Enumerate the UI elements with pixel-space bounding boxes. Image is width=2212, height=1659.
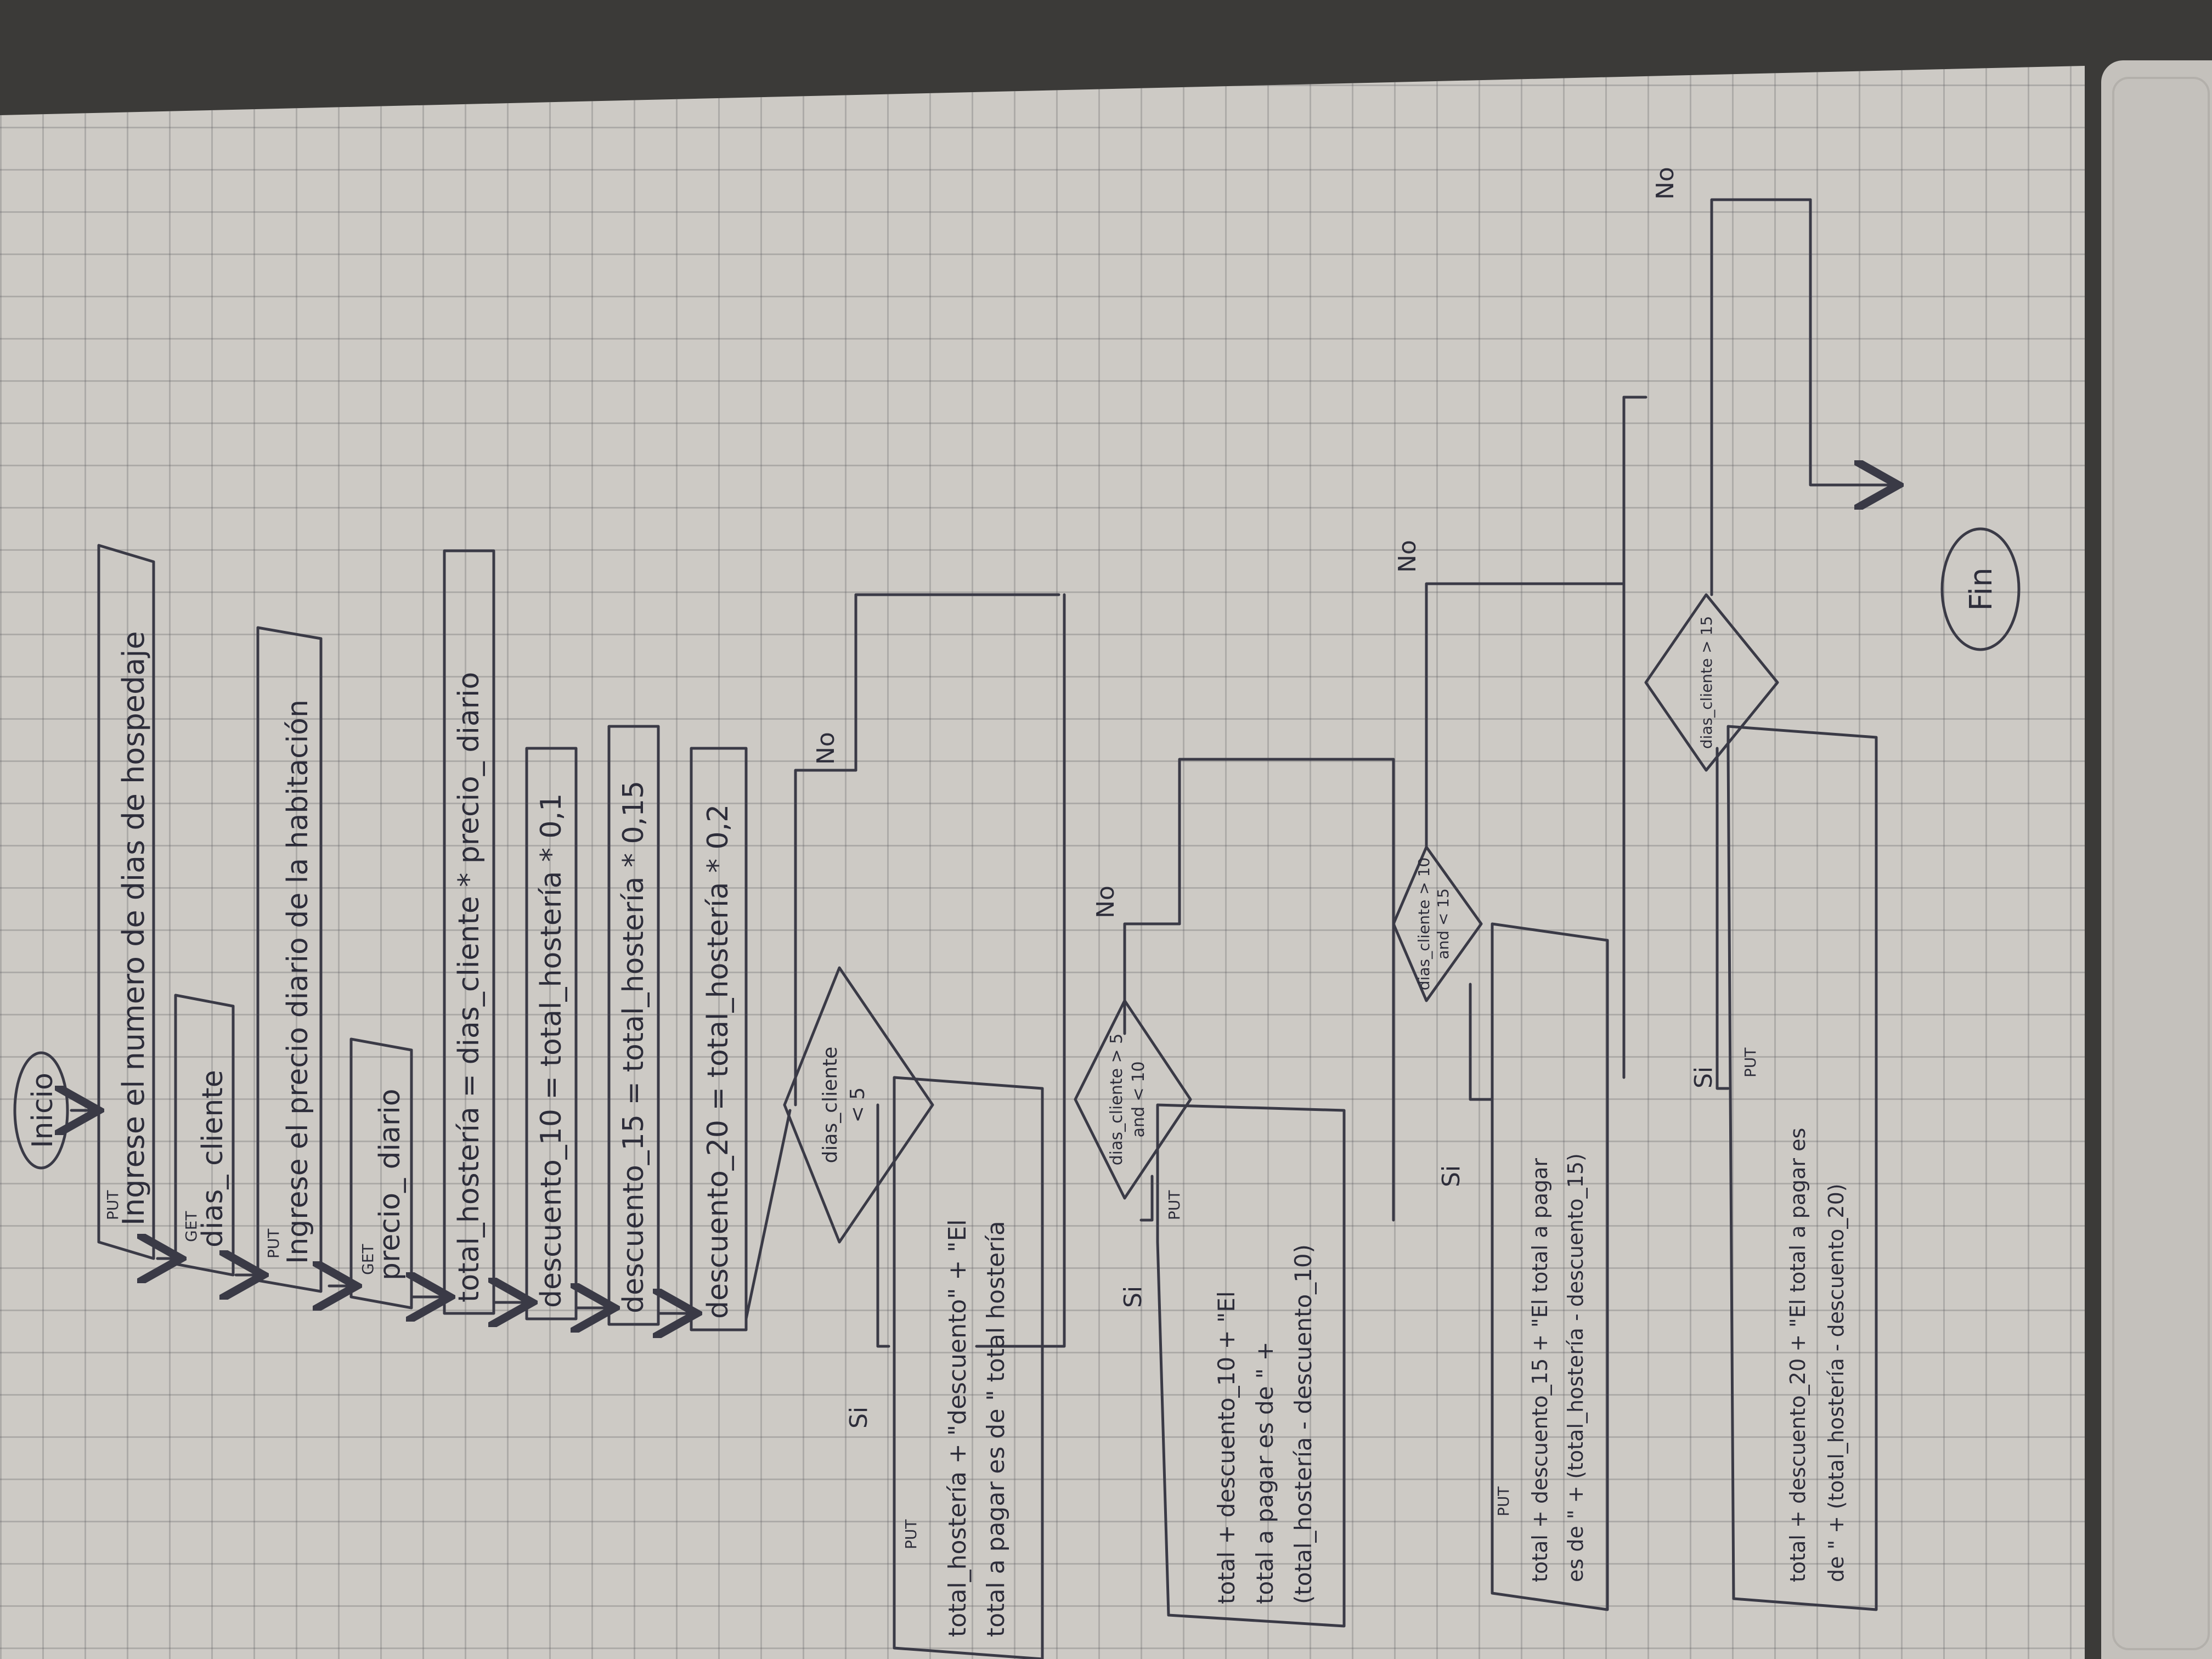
process-discount-10: descuento_10 = total_hostería * 0,1 <box>525 747 578 1321</box>
io-tag: PUT <box>902 1519 920 1549</box>
no-branch-line <box>1123 922 1181 1035</box>
end-terminal: Fin <box>1940 527 2021 651</box>
flow-line <box>744 1109 792 1321</box>
decision-text: dias_cliente > 15 <box>1697 616 1716 749</box>
no-label: No <box>1092 885 1120 918</box>
yes-branch-line <box>1716 747 1730 1090</box>
io-tag: PUT <box>1741 1047 1759 1077</box>
yes-label: Si <box>1690 1066 1718 1088</box>
process-text: descuento_20 = total_hostería * 0,2 <box>702 804 735 1319</box>
start-terminal: Inicio <box>13 1051 69 1170</box>
yes-label: Si <box>1437 1165 1465 1187</box>
io-tag: GET <box>359 1244 377 1275</box>
process-text: total_hostería = dias_cliente * precio_ … <box>453 672 486 1302</box>
no-branch-line <box>1710 198 1812 596</box>
io-text: dias_ cliente <box>196 1070 229 1248</box>
flow-line <box>1622 396 1647 585</box>
io-text: de " + (total_hostería - descuento_20) <box>1824 1183 1848 1582</box>
flow-line <box>1809 198 1893 485</box>
grid-paper-sheet <box>0 66 2085 1659</box>
flow-line <box>854 593 1060 772</box>
io-text: es de " + (total_hostería - descuento_15… <box>1564 1153 1588 1582</box>
process-text: descuento_15 = total_hostería * 0,15 <box>617 781 650 1313</box>
output-result-3: PUT total + descuento_15 + "El total a p… <box>1491 922 1609 1611</box>
decision-text: and < 15 <box>1434 888 1452 960</box>
io-text: total + descuento_10 + "El <box>1213 1291 1240 1604</box>
output-prompt-days: PUT Ingrese el numero de dias de hospeda… <box>97 544 155 1260</box>
input-days-client: GET dias_ cliente <box>174 994 235 1277</box>
decision-text: < 5 <box>847 1087 869 1123</box>
io-tag: PUT <box>104 1190 122 1220</box>
flow-line <box>975 593 1066 1348</box>
decision-text: and < 10 <box>1129 1062 1148 1138</box>
decision-text: dias_cliente > 10 <box>1415 857 1433 990</box>
yes-branch-line <box>876 1103 890 1348</box>
io-tag: PUT <box>1494 1486 1513 1516</box>
flow-line <box>1178 758 1395 926</box>
io-text: precio_ diario <box>374 1088 407 1280</box>
output-result-2: PUT total + descuento_10 + "El total a p… <box>1156 1103 1346 1628</box>
io-text: Ingrese el numero de dias de hospedaje <box>116 631 151 1226</box>
end-label: Fin <box>1963 567 1999 611</box>
process-discount-15: descuento_15 = total_hostería * 0,15 <box>607 725 660 1326</box>
flowchart-nodes: Inicio PUT Ingrese el numero de dias de … <box>13 167 2021 1659</box>
decision-text: dias_cliente > 5 <box>1107 1034 1126 1166</box>
output-result-4: PUT total + descuento_20 + "El total a p… <box>1726 725 1878 1611</box>
yes-label: Si <box>845 1407 873 1429</box>
decision-text: dias_cliente <box>819 1047 842 1164</box>
yes-label: Si <box>1119 1286 1147 1308</box>
io-text: total + descuento_20 + "El total a pagar… <box>1786 1128 1810 1582</box>
process-total-hosteria: total_hostería = dias_cliente * precio_ … <box>443 549 495 1315</box>
io-tag: GET <box>182 1211 200 1242</box>
decision-days-gt-15: dias_cliente > 15 No Si <box>1644 167 1779 1088</box>
notebook-edge <box>2101 60 2212 1659</box>
io-text: total a pagar es de " total hostería <box>982 1221 1010 1637</box>
yes-branch-line <box>1139 1175 1154 1222</box>
start-label: Inicio <box>26 1073 59 1148</box>
process-discount-20: descuento_20 = total_hostería * 0,2 <box>690 747 748 1331</box>
output-result-1: PUT total_hostería + "descuento" + "El t… <box>893 1076 1044 1659</box>
io-text: total + descuento_15 + "El total a pagar <box>1528 1158 1552 1582</box>
no-label: No <box>1651 167 1679 200</box>
decision-days-5-10: dias_cliente > 5 and < 10 No Si <box>1074 885 1192 1308</box>
io-text: total_hostería + "descuento" + "El <box>944 1220 972 1638</box>
io-tag: PUT <box>1165 1190 1183 1220</box>
io-text: (total_hostería - descuento_10) <box>1290 1244 1317 1604</box>
process-text: descuento_10 = total_hostería * 0,1 <box>535 793 568 1308</box>
no-branch-line <box>794 769 857 1107</box>
no-label: No <box>812 732 840 765</box>
decision-days-10-15: dias_cliente > 10 and < 15 No Si <box>1392 540 1483 1187</box>
io-text: Ingrese el precio diario de la habitació… <box>281 699 314 1264</box>
notebook-edge-border <box>2112 77 2210 1650</box>
io-tag: PUT <box>264 1228 283 1259</box>
io-text: total a pagar es de " + <box>1251 1341 1278 1604</box>
decision-days-lt-5: dias_cliente < 5 No Si <box>783 732 934 1429</box>
no-label: No <box>1393 540 1421 573</box>
input-daily-price: GET precio_ diario <box>349 1037 413 1310</box>
no-branch-line <box>1425 582 1626 849</box>
yes-branch-line <box>1469 983 1494 1101</box>
output-prompt-price: PUT Ingrese el precio diario de la habit… <box>256 626 323 1293</box>
